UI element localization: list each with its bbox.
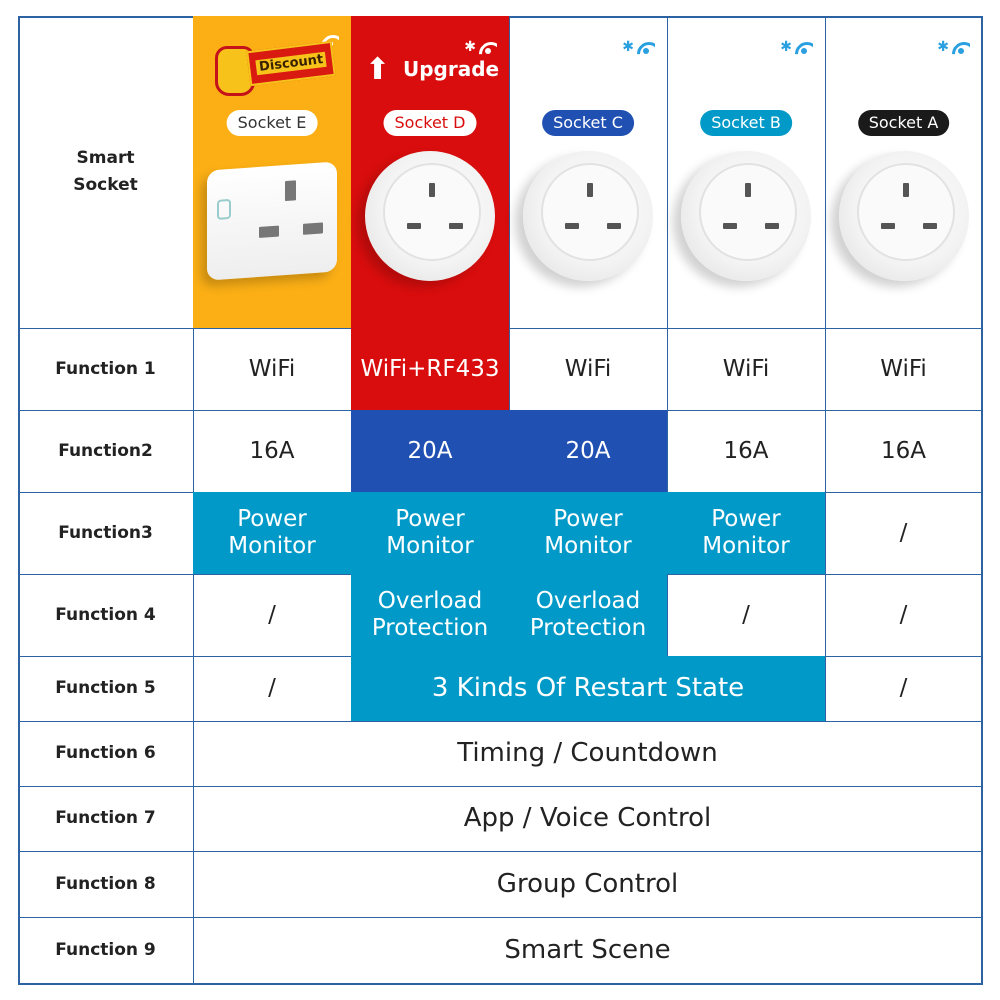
product-socket-d[interactable]: ✱ ⬆ Upgrade Socket D	[351, 16, 510, 329]
product-socket-c[interactable]: ✱ Socket C	[509, 16, 668, 329]
bluetooth-wifi-icons: ✱	[622, 34, 655, 61]
row-label: Function2	[18, 410, 194, 493]
cell: /	[825, 574, 983, 657]
upgrade-badge: Upgrade	[403, 57, 500, 81]
row-label: Function 6	[18, 721, 194, 787]
cell: Power Monitor	[667, 492, 826, 575]
cell: Power Monitor	[193, 492, 352, 575]
cell: /	[825, 492, 983, 575]
socket-e-image	[207, 161, 337, 281]
cell: Overload Protection	[509, 574, 668, 657]
product-socket-a[interactable]: ✱ Socket A	[825, 16, 983, 329]
row-label-smart-socket: Smart Socket	[18, 16, 194, 329]
row-label: Function 7	[18, 786, 194, 852]
bluetooth-icon: ✱	[622, 39, 634, 55]
discount-badge: Discount	[255, 51, 328, 76]
cell: 3 Kinds Of Restart State	[351, 656, 826, 722]
cell: 20A	[509, 410, 668, 493]
wifi-icon	[795, 41, 813, 55]
row-label: Function 1	[18, 328, 194, 411]
product-socket-e[interactable]: Discount Socket E	[193, 16, 352, 329]
cell: Overload Protection	[351, 574, 510, 657]
wifi-icon	[479, 41, 497, 55]
bluetooth-icon: ✱	[937, 39, 949, 55]
socket-name: Socket E	[226, 110, 318, 136]
cell: Smart Scene	[193, 917, 983, 985]
cell: 16A	[667, 410, 826, 493]
socket-name: Socket C	[542, 110, 634, 136]
cell: /	[667, 574, 826, 657]
row-label: Function 9	[18, 917, 194, 985]
row-label: Function 5	[18, 656, 194, 722]
cell: Timing / Countdown	[193, 721, 983, 787]
cell: 16A	[825, 410, 983, 493]
cell: /	[193, 574, 352, 657]
bluetooth-icon: ✱	[780, 39, 792, 55]
cell: 20A	[351, 410, 510, 493]
cell: WiFi	[509, 328, 668, 411]
wifi-icon	[637, 41, 655, 55]
row-label: Function3	[18, 492, 194, 575]
socket-name: Socket A	[857, 110, 950, 136]
cell: WiFi	[825, 328, 983, 411]
bluetooth-wifi-icons: ✱	[937, 34, 970, 61]
cell: /	[193, 656, 352, 722]
socket-d-image	[365, 151, 495, 281]
socket-a-image	[838, 151, 969, 281]
cell: Power Monitor	[351, 492, 510, 575]
socket-name: Socket B	[700, 110, 792, 136]
cell: WiFi	[193, 328, 352, 411]
bluetooth-wifi-icons: ✱	[780, 34, 813, 61]
wifi-icon	[952, 41, 970, 55]
cell: WiFi+RF433	[351, 328, 510, 411]
arrow-up-icon: ⬆	[365, 52, 391, 87]
cell: WiFi	[667, 328, 826, 411]
product-socket-b[interactable]: ✱ Socket B	[667, 16, 826, 329]
row-label: Function 8	[18, 851, 194, 918]
bluetooth-icon: ✱	[464, 39, 476, 55]
cell: 16A	[193, 410, 352, 493]
cell: Power Monitor	[509, 492, 668, 575]
cell: Group Control	[193, 851, 983, 918]
socket-c-image	[523, 151, 653, 281]
socket-name: Socket D	[383, 110, 477, 136]
socket-b-image	[681, 151, 811, 281]
cell: App / Voice Control	[193, 786, 983, 852]
cell: /	[825, 656, 983, 722]
row-label: Function 4	[18, 574, 194, 657]
bluetooth-wifi-icons: ✱	[464, 34, 497, 61]
